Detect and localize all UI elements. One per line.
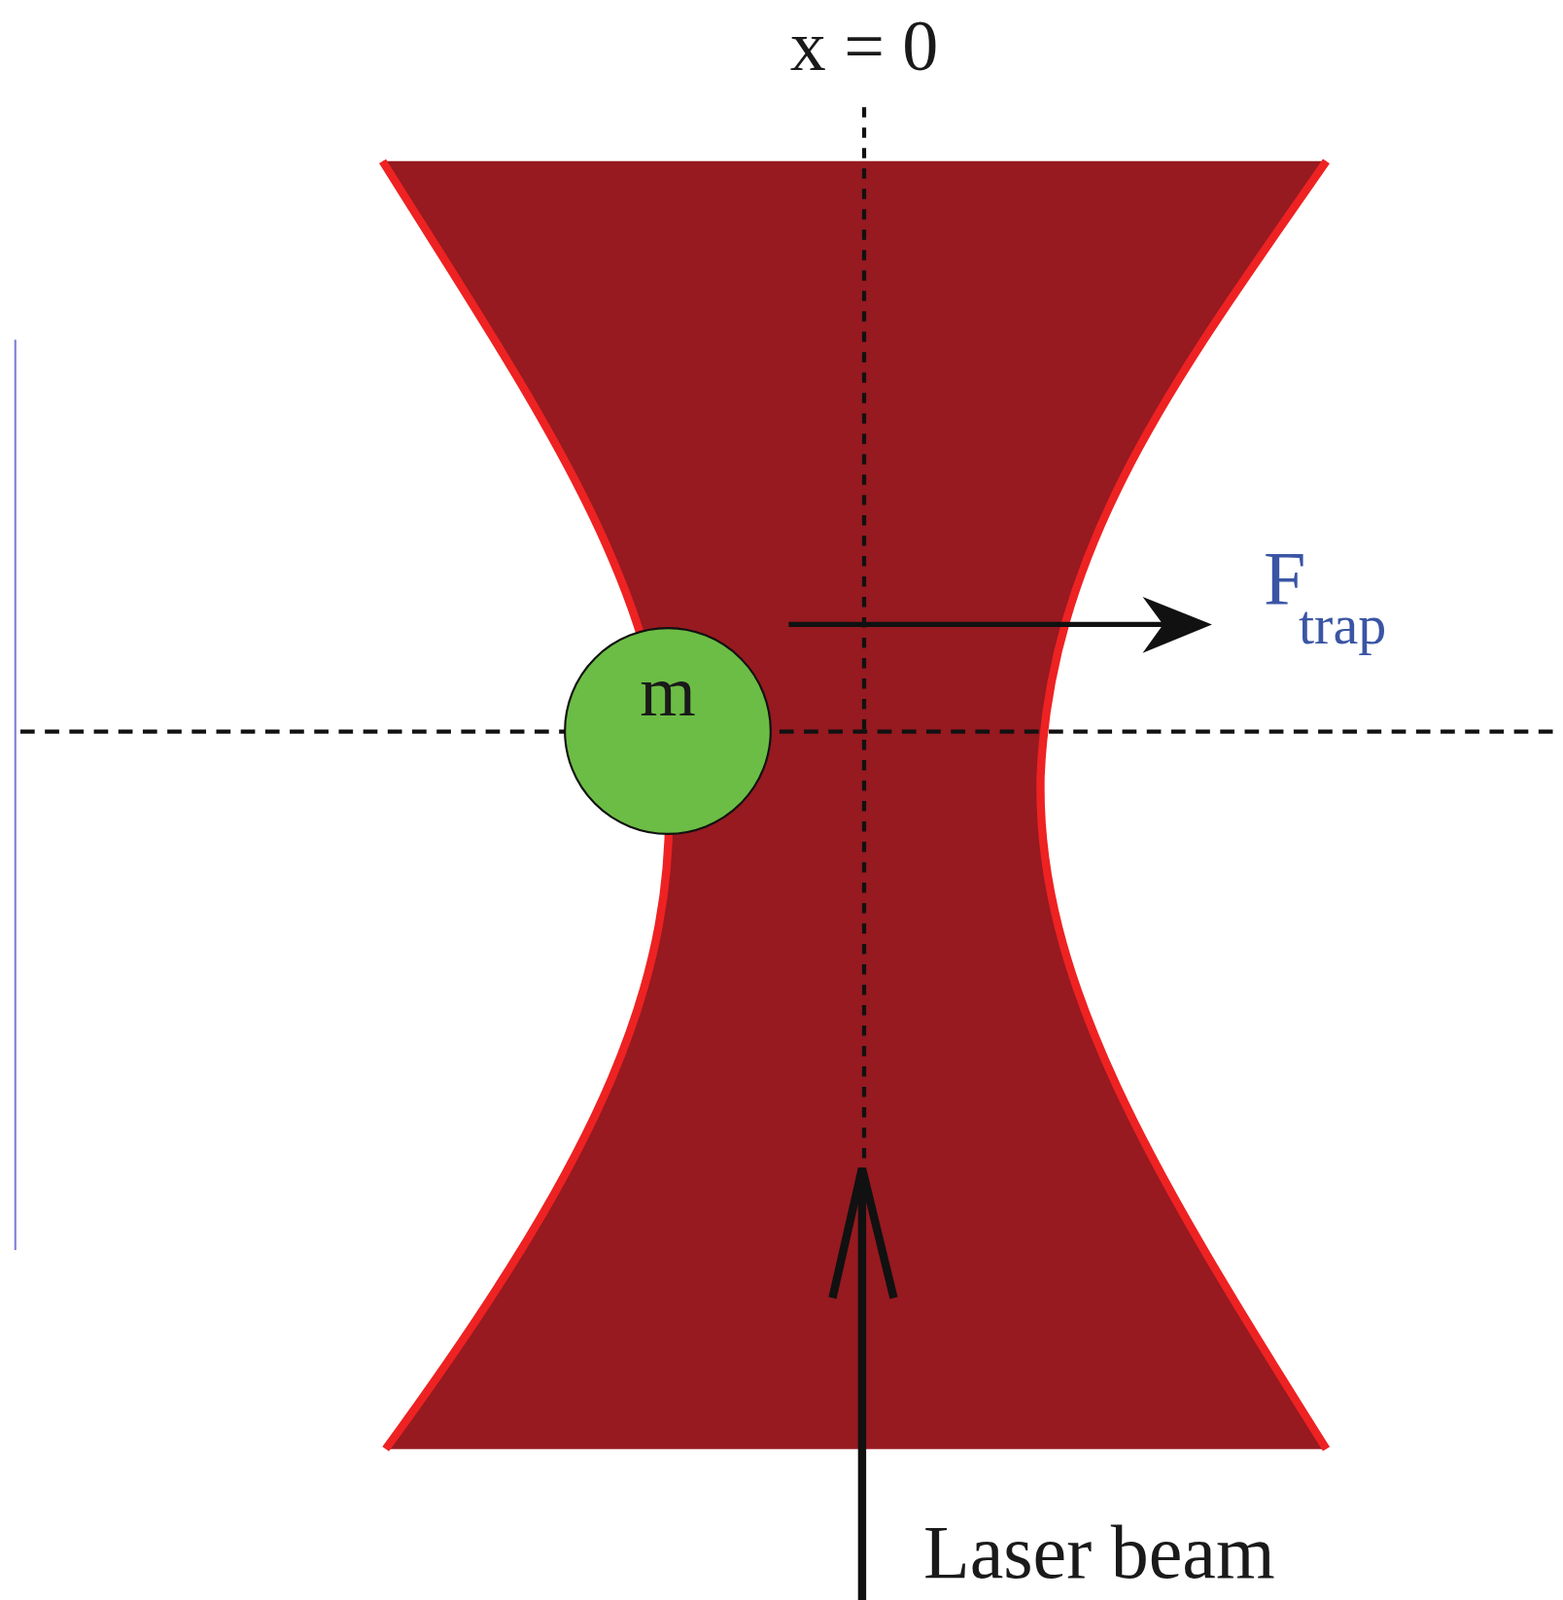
mass-label: m xyxy=(562,625,773,728)
beam-edge xyxy=(1040,161,1326,1450)
force-subscript: trap xyxy=(1298,596,1387,654)
beam-label: Laser beam xyxy=(923,1514,1276,1591)
laser-arrow xyxy=(858,1173,867,1600)
mass-circle: m xyxy=(562,625,773,836)
laser-beam-body xyxy=(382,161,1327,1450)
laser-arrow-head xyxy=(832,1168,894,1298)
force-arrow xyxy=(788,622,1174,627)
side-rule xyxy=(14,340,17,1251)
axis-line xyxy=(20,729,1563,734)
axis-label: x = 0 xyxy=(790,9,939,82)
axis-line xyxy=(862,106,867,1158)
force-arrow-head xyxy=(1143,596,1213,654)
